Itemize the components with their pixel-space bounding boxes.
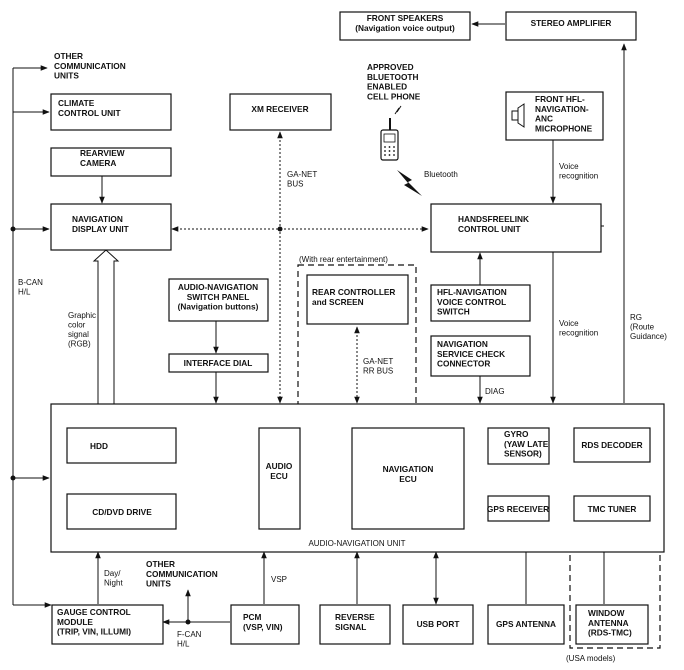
usa-models-label: (USA models): [566, 654, 616, 663]
rds-decoder-box: RDS DECODER: [573, 427, 651, 463]
vsp-label: VSP: [271, 575, 287, 584]
front-speakers-box: FRONT SPEAKERS(Navigation voice output): [339, 11, 471, 41]
svg-text:GPS RECEIVER: GPS RECEIVER: [487, 504, 549, 514]
bluetooth-label: Bluetooth: [424, 170, 458, 179]
interface-dial-box: INTERFACE DIAL: [168, 353, 269, 373]
microphone-icon: [511, 103, 525, 128]
svg-text:PCM(VSP, VIN): PCM(VSP, VIN): [243, 612, 283, 632]
svg-text:TMC TUNER: TMC TUNER: [588, 504, 637, 514]
svg-text:STEREO AMPLIFIER: STEREO AMPLIFIER: [531, 18, 612, 28]
svg-text:GPS ANTENNA: GPS ANTENNA: [496, 619, 556, 629]
cd-dvd-drive-box: CD/DVD DRIVE: [66, 493, 177, 530]
svg-text:HDD: HDD: [90, 441, 108, 451]
svg-text:USB PORT: USB PORT: [417, 619, 460, 629]
tmc-tuner-box: TMC TUNER: [573, 495, 651, 522]
gps-receiver-box: GPS RECEIVER: [487, 495, 550, 522]
usb-port-box: USB PORT: [402, 604, 474, 645]
rear-entertainment-label: (With rear entertainment): [299, 255, 388, 264]
audio-navigation-unit-label: AUDIO-NAVIGATION UNIT: [308, 539, 405, 548]
svg-text:RDS DECODER: RDS DECODER: [581, 440, 642, 450]
svg-text:CD/DVD DRIVE: CD/DVD DRIVE: [92, 507, 152, 517]
xm-receiver-box: XM RECEIVER: [229, 93, 332, 131]
stereo-amplifier-box: STEREO AMPLIFIER: [505, 11, 637, 41]
pcm-box: PCM(VSP, VIN): [230, 604, 300, 645]
junction-dots: [10, 226, 283, 625]
cell-phone-icon: [380, 105, 402, 161]
bluetooth-lightning-icon: [397, 170, 422, 196]
svg-text:INTERFACE DIAL: INTERFACE DIAL: [184, 358, 253, 368]
day-night-label: Day/Night: [104, 569, 123, 588]
gps-antenna-box: GPS ANTENNA: [487, 604, 565, 645]
svg-text:XM RECEIVER: XM RECEIVER: [251, 104, 308, 114]
diag-label: DIAG: [485, 387, 505, 396]
svg-text:FRONT SPEAKERS(Navigation voic: FRONT SPEAKERS(Navigation voice output): [355, 13, 455, 33]
hdd-box: HDD: [66, 427, 177, 464]
